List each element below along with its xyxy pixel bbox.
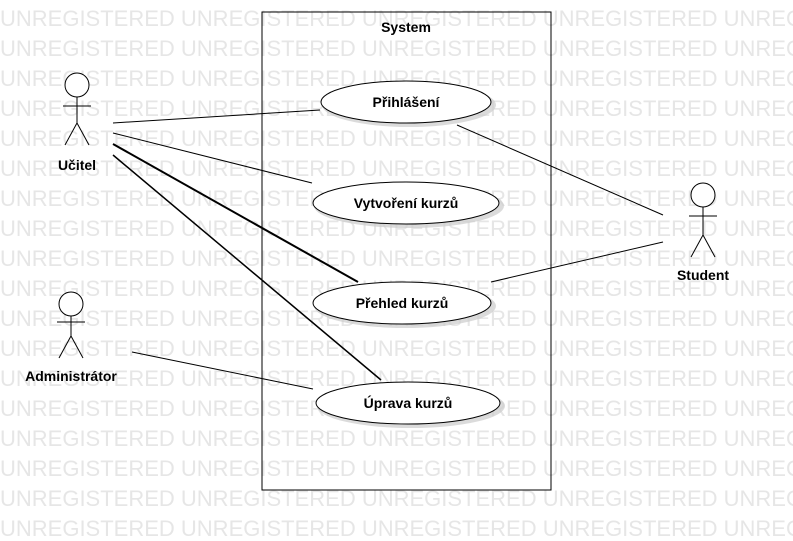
watermark-row: UNREGISTERED UNREGISTERED UNREGISTERED U… (0, 156, 793, 181)
use-case-uprava[interactable]: Úprava kurzů (315, 381, 505, 428)
stick-figure-icon (57, 291, 85, 359)
system-boundary (261, 11, 552, 491)
association-ucitel-vytvoreni (112, 132, 313, 184)
association-ucitel-prihlaseni (112, 109, 321, 124)
use-case-vytvoreni[interactable]: Vytvoření kurzů (312, 181, 504, 228)
actor-label: Administrátor (25, 368, 117, 384)
watermark-row: UNREGISTERED UNREGISTERED UNREGISTERED U… (0, 336, 793, 361)
association-student-prihlaseni (456, 124, 664, 216)
actor-label: Učitel (58, 157, 96, 173)
use-case-label: Vytvoření kurzů (354, 195, 459, 211)
association-ucitel-uprava (112, 154, 382, 381)
watermark-row: UNREGISTERED UNREGISTERED UNREGISTERED U… (0, 126, 793, 151)
association-student-prehled (490, 241, 664, 283)
watermark-row: UNREGISTERED UNREGISTERED UNREGISTERED U… (0, 516, 793, 541)
association-admin-uprava (131, 351, 314, 390)
watermark-row: UNREGISTERED UNREGISTERED UNREGISTERED U… (0, 6, 793, 31)
use-case-label: Přihlášení (373, 94, 441, 110)
use-case-label: Přehled kurzů (356, 295, 449, 311)
watermark-row: UNREGISTERED UNREGISTERED UNREGISTERED U… (0, 456, 793, 481)
associations (112, 109, 664, 390)
stick-figure-icon (689, 182, 717, 258)
actor-ucitel[interactable]: Učitel (58, 72, 96, 173)
use-case-prihlaseni[interactable]: Přihlášení (320, 80, 496, 127)
actor-label: Student (677, 267, 729, 283)
stick-figure-icon (63, 72, 91, 146)
watermark-row: UNREGISTERED UNREGISTERED UNREGISTERED U… (0, 426, 793, 451)
use-case-prehled[interactable]: Přehled kurzů (312, 281, 496, 328)
actor-student[interactable]: Student (677, 182, 729, 283)
watermark-row: UNREGISTERED UNREGISTERED UNREGISTERED U… (0, 36, 793, 61)
watermark-row: UNREGISTERED UNREGISTERED UNREGISTERED U… (0, 246, 793, 271)
association-ucitel-prehled (112, 143, 359, 283)
system-label: System (381, 19, 431, 35)
actor-admin[interactable]: Administrátor (25, 291, 117, 384)
use-case-label: Úprava kurzů (364, 394, 453, 411)
